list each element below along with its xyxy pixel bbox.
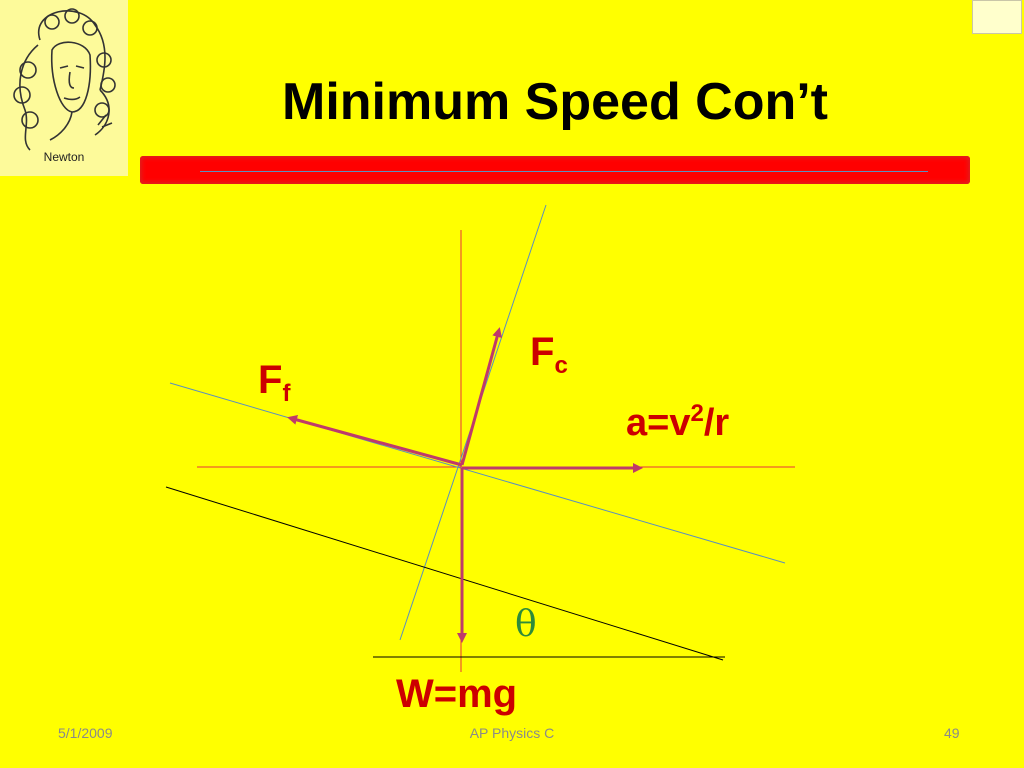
- accel-exponent: 2: [690, 400, 704, 427]
- footer-date: 5/1/2009: [58, 725, 113, 741]
- newton-portrait-icon: [13, 8, 116, 151]
- normal-force-label: Fc: [530, 330, 568, 380]
- title-underline-bar: [140, 156, 970, 184]
- newton-logo: Newton: [0, 0, 128, 176]
- ff-subscript: f: [282, 380, 291, 407]
- fc-main: F: [530, 330, 555, 374]
- weight-label: W=mg: [396, 672, 518, 716]
- accel-suffix: /r: [703, 402, 730, 444]
- friction-force-vector: [287, 415, 463, 467]
- logo-caption: Newton: [43, 150, 85, 164]
- slide-title: Minimum Speed Con’t: [282, 73, 828, 131]
- fc-subscript: c: [554, 352, 568, 379]
- ff-main: F: [258, 358, 283, 402]
- corner-box: [972, 0, 1022, 34]
- angle-theta-label: θ: [515, 604, 537, 645]
- normal-force-vector: [460, 327, 502, 466]
- accel-prefix: a=v: [626, 402, 691, 444]
- friction-force-label: Ff: [258, 358, 290, 408]
- surface-parallel-line: [169, 382, 786, 564]
- footer-course: AP Physics C: [469, 725, 555, 741]
- incline-surface-line: [165, 486, 724, 661]
- footer-page-number: 49: [944, 725, 960, 741]
- title-bar-inner-line: [200, 171, 928, 172]
- acceleration-label: a=v2/r: [626, 400, 729, 445]
